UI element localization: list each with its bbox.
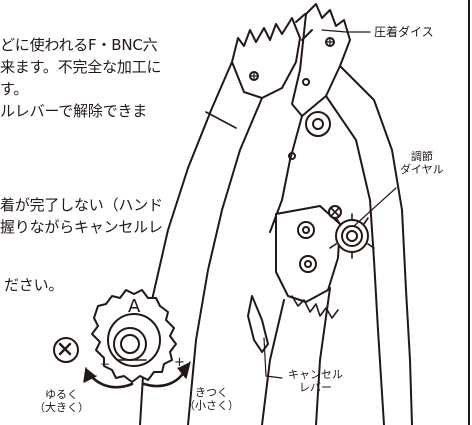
body-line-6: 握りながらキャンセルレ: [0, 218, 163, 236]
dial-plus: +: [174, 355, 185, 370]
cancel-lever: [247, 295, 269, 353]
label-tighten-line1: きつく: [195, 386, 228, 399]
lower-handle-plate: [275, 205, 341, 303]
main-pivot-outer: [305, 111, 331, 137]
body-line-1: どに使われるF・BNC六: [0, 36, 158, 54]
leader-crimp-die: [321, 29, 371, 33]
body-line-7: ださい。: [4, 276, 64, 294]
label-loosen-line2: （大きく）: [34, 401, 89, 414]
adjust-dial-on-tool: [328, 205, 375, 259]
page-edge-rule: [468, 0, 470, 425]
label-adjust-dial: 調節 ダイヤル: [400, 150, 444, 176]
upper-jaw: [231, 17, 301, 99]
body-line-5: 着が完了しない（ハンド: [0, 196, 163, 214]
label-cancel-lever-line2: レバー: [299, 381, 332, 394]
leader-cancel-lever: [263, 337, 283, 379]
dial-minus: −: [100, 357, 111, 371]
rivet-1: [249, 71, 259, 81]
leader-adjust-dial: [353, 187, 397, 227]
label-cancel-lever: キャンセル レバー: [288, 368, 343, 394]
label-adjust-dial-line2: ダイヤル: [400, 163, 444, 176]
enlarged-dial: [53, 289, 177, 383]
label-loosen-line1: ゆるく: [45, 388, 78, 401]
ratchet-teeth: [291, 295, 339, 319]
label-adjust-dial-line1: 調節: [410, 150, 433, 163]
rivet-2: [325, 37, 335, 47]
rivet-3: [302, 78, 310, 86]
main-pivot-inner: [312, 118, 324, 130]
label-tighten: きつく （小さく）: [184, 386, 239, 412]
body-line-2: 来ます。不完全な加工に: [0, 58, 162, 76]
label-loosen: ゆるく （大きく）: [34, 388, 89, 414]
body-line-3: す。: [0, 80, 29, 98]
label-tighten-line2: （小さく）: [184, 399, 239, 412]
tool-frame: [339, 65, 413, 425]
dial-letter: A: [128, 296, 141, 317]
lower-jaw: [291, 3, 351, 117]
body-line-4: ルレバーで解除できま: [0, 102, 148, 120]
label-crimp-die: 圧着ダイス: [374, 25, 434, 39]
label-cancel-lever-line1: キャンセル: [288, 368, 343, 381]
